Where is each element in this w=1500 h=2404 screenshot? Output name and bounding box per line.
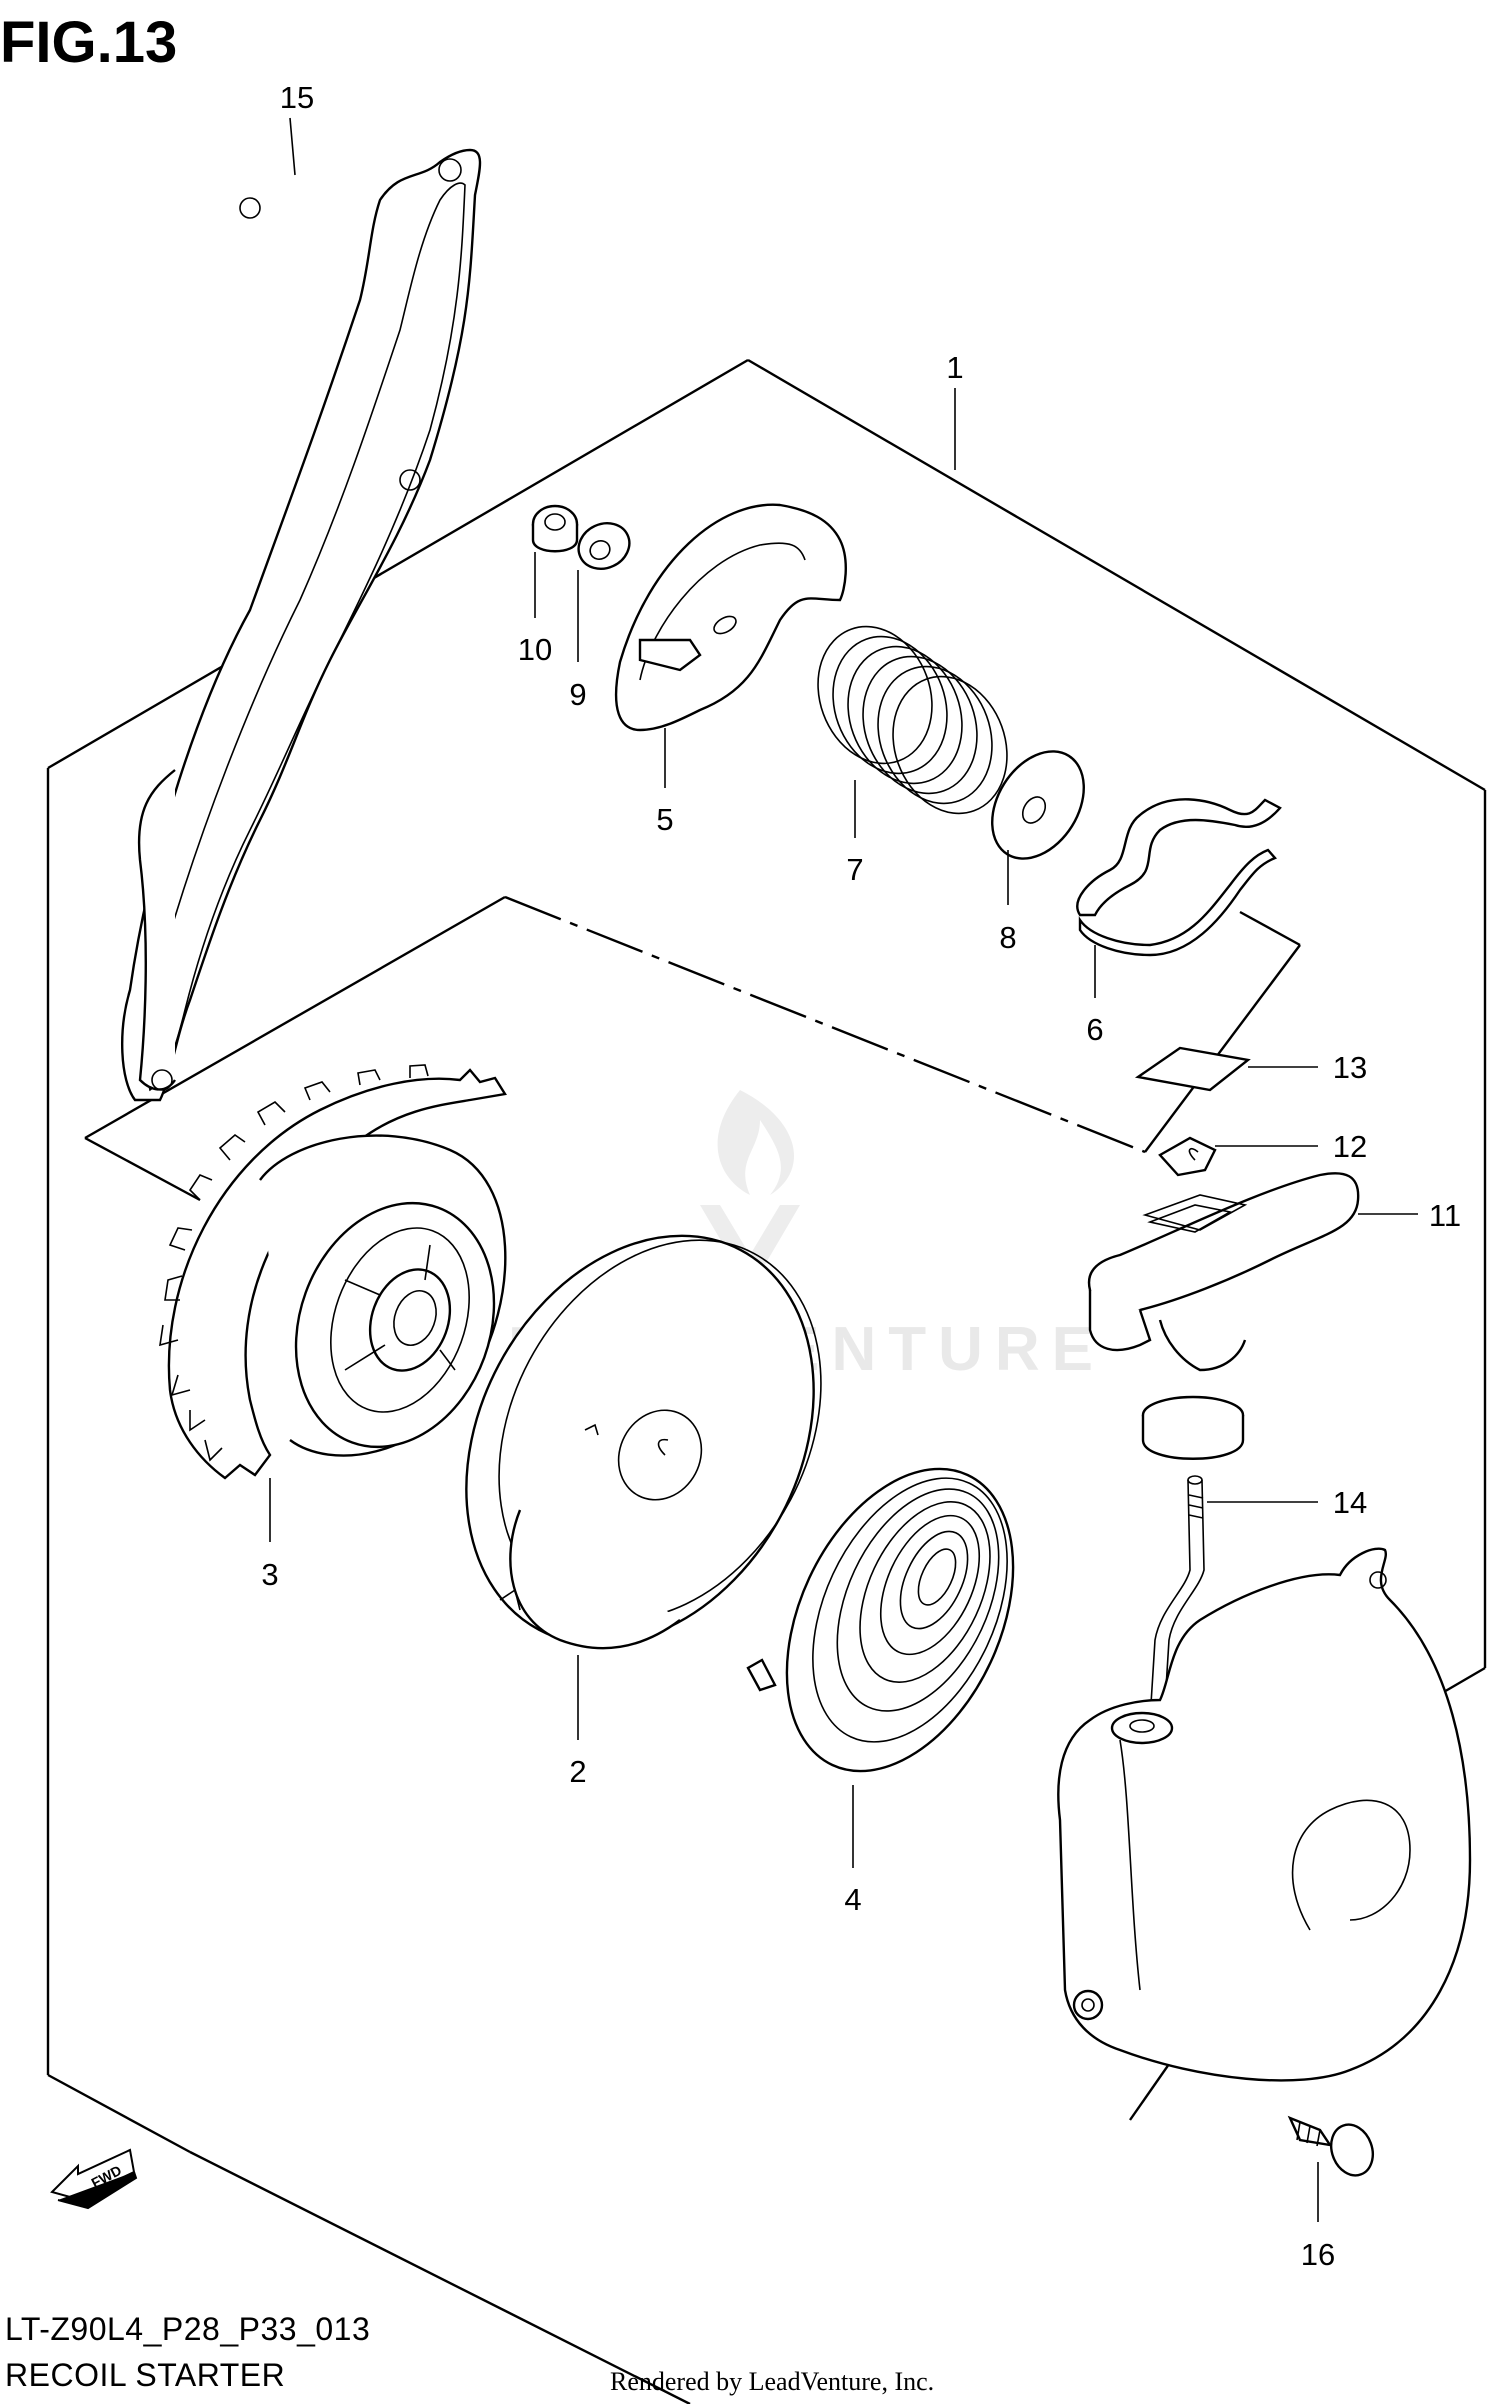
callout-15: 15 (280, 80, 314, 115)
gasket-15 (121, 148, 482, 1102)
section-name: RECOIL STARTER (5, 2357, 285, 2393)
callout-11: 11 (1429, 1198, 1461, 1233)
callout-3: 3 (261, 1557, 278, 1592)
callout-6: 6 (1086, 1012, 1103, 1047)
callout-10: 10 (518, 632, 552, 667)
fwd-arrow: FWD (50, 2148, 138, 2210)
washer-9 (577, 522, 631, 570)
callout-4: 4 (844, 1882, 861, 1917)
rendered-by: Rendered by LeadVenture, Inc. (610, 2367, 934, 2396)
spring-7 (817, 625, 1008, 815)
leader-lines (269, 117, 1418, 2222)
callout-9: 9 (569, 677, 586, 712)
figure-title: FIG.13 (0, 10, 177, 75)
callout-1: 1 (946, 350, 963, 385)
starter-case (1057, 1547, 1472, 2082)
starter-handle-11 (1087, 1172, 1360, 1460)
recoil-spring-4 (746, 1467, 1015, 1773)
starter-rope-14 (1149, 1475, 1205, 1721)
callout-2: 2 (569, 1754, 586, 1789)
callout-labels: 15 1 10 9 5 7 8 6 13 12 11 14 3 2 4 16 (261, 80, 1461, 2272)
callout-8: 8 (999, 920, 1016, 955)
driven-gear-3 (159, 1064, 507, 1480)
callout-16: 16 (1301, 2237, 1335, 2272)
label-13 (1134, 1046, 1251, 1092)
callout-7: 7 (846, 852, 863, 887)
rope-holder-12 (1158, 1136, 1217, 1177)
callout-5: 5 (656, 802, 673, 837)
washer-8 (991, 750, 1085, 860)
callout-14: 14 (1333, 1485, 1367, 1520)
friction-spring-6 (1076, 798, 1282, 957)
reel-2 (465, 1234, 822, 1650)
diagram-code: LT-Z90L4_P28_P33_013 (5, 2311, 370, 2347)
callout-13: 13 (1333, 1050, 1367, 1085)
callout-12: 12 (1333, 1129, 1367, 1164)
bolt-16 (1287, 2115, 1374, 2177)
nut-10 (531, 504, 579, 553)
ratchet-guide-5 (614, 503, 847, 732)
